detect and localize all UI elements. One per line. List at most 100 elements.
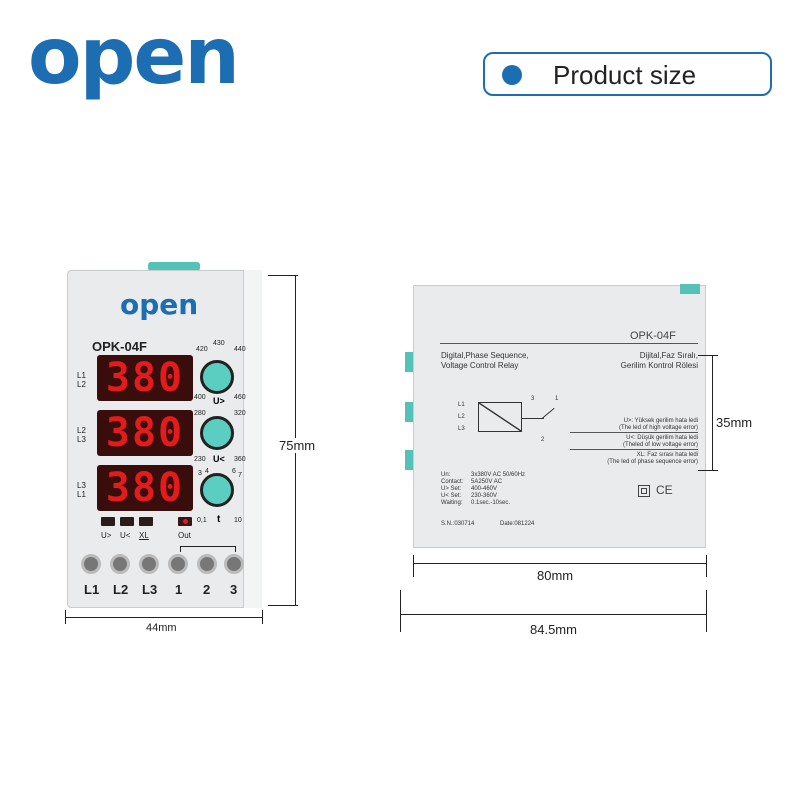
delay-knob[interactable] — [200, 473, 234, 507]
spec-key: U< Set: — [441, 493, 462, 499]
terminal-label: 3 — [230, 582, 238, 597]
dimension-line — [400, 590, 401, 632]
legend-text: (The led of high voltage error) — [570, 425, 698, 433]
terminal-screw — [168, 554, 188, 574]
device-logo: open — [120, 288, 199, 321]
spec-key: U> Set: — [441, 486, 462, 492]
dimension-line — [262, 610, 263, 624]
dimension-line — [698, 470, 718, 471]
diagram-label: 3 — [531, 396, 535, 402]
diagram-label: L1 — [458, 402, 465, 408]
terminal-screw — [110, 554, 130, 574]
terminal-screw — [139, 554, 159, 574]
spec-value: 400-460V — [471, 486, 498, 492]
scale-label: 320 — [234, 410, 246, 417]
relay-contact-diagram — [180, 546, 236, 552]
scale-label: 4 — [205, 468, 209, 475]
product-size-badge: Product size — [483, 52, 772, 96]
scale-label: 400 — [194, 394, 206, 401]
side-clip — [405, 450, 413, 470]
knob-label: U< — [213, 454, 225, 464]
contact-line — [522, 418, 544, 419]
scale-label: 6 — [232, 468, 236, 475]
diagram-label: 2 — [541, 437, 545, 443]
dimension-line — [268, 275, 298, 276]
overvoltage-knob[interactable] — [200, 360, 234, 394]
terminal-screw — [81, 554, 101, 574]
din-clip — [148, 262, 200, 271]
dimension-line — [413, 555, 414, 577]
scale-label: 7 — [238, 472, 242, 479]
display-l2-l3: 380 — [97, 410, 193, 456]
led-output — [178, 517, 192, 526]
led-phase-sequence — [139, 517, 153, 526]
dimension-line — [698, 355, 718, 356]
title-tr: Gerilim Kontrol Rölesi — [620, 361, 698, 370]
divider — [440, 343, 698, 344]
scale-label: 460 — [234, 394, 246, 401]
terminal-label: L3 — [142, 582, 158, 597]
terminal-label: 2 — [203, 582, 211, 597]
title-en: Digital,Phase Sequence, — [441, 351, 529, 360]
dimension-line — [706, 555, 707, 577]
spec-value: 230-360V — [471, 493, 498, 499]
terminal-label: 1 — [175, 582, 183, 597]
scale-label: 360 — [234, 456, 246, 463]
relay-symbol — [478, 402, 522, 432]
device-model: OPK-04F — [92, 339, 147, 354]
badge-title: Product size — [553, 60, 697, 90]
scale-label: 440 — [234, 346, 246, 353]
rail-label: 35mm — [716, 415, 753, 430]
scale-label: 10 — [234, 517, 242, 524]
terminal-label: L1 — [84, 582, 100, 597]
diagram-label: 1 — [555, 396, 559, 402]
side-clip — [405, 352, 413, 372]
side-model: OPK-04F — [630, 330, 676, 342]
scale-label: 0,1 — [197, 517, 207, 524]
scale-label: 230 — [194, 456, 206, 463]
scale-label: 430 — [213, 340, 225, 347]
knob-label: U> — [213, 396, 225, 406]
scale-label: 3 — [198, 470, 202, 477]
double-insulation-icon — [638, 485, 650, 497]
knob-label: t — [217, 514, 221, 525]
diagram-label: L2 — [458, 414, 465, 420]
led-overvoltage — [101, 517, 115, 526]
device-side — [413, 285, 706, 548]
display-l3-l1: 380 — [97, 465, 193, 511]
spec-value: 0.1sec.-10sec. — [471, 500, 511, 506]
led-label: U> — [101, 531, 112, 540]
dimension-line — [712, 355, 713, 470]
terminal-screw — [197, 554, 217, 574]
device-side-edge — [243, 270, 262, 608]
diagram-label: L3 — [458, 426, 465, 432]
led-undervoltage — [120, 517, 134, 526]
display-l1-l2: 380 — [97, 355, 193, 401]
dimension-line — [268, 605, 298, 606]
total-depth-label: 84.5mm — [530, 622, 577, 637]
led-label: U< — [120, 531, 131, 540]
serial-number: S.N.:030714 — [441, 521, 475, 527]
dimension-line — [413, 563, 706, 564]
spec-key: Waiting: — [441, 500, 463, 506]
legend-text: U<: Düşük gerilim hata ledi — [626, 435, 698, 441]
title-en: Voltage Control Relay — [441, 361, 519, 370]
led-label: Out — [178, 531, 191, 540]
legend-text: (The led of phase sequence error) — [607, 459, 698, 465]
led-label: ΧL — [139, 531, 149, 540]
height-label: 75mm — [279, 438, 316, 453]
din-clip — [680, 284, 700, 294]
undervoltage-knob[interactable] — [200, 416, 234, 450]
legend-text: (Theled of low voltage error) — [570, 442, 698, 450]
dimension-line — [400, 614, 706, 615]
legend-text: U>: Yüksek gerilim hata ledi — [623, 418, 698, 424]
bullet-icon — [502, 65, 522, 85]
spec-key: Un: — [441, 472, 451, 478]
legend-text: ΧL: Faz sırası hata ledi — [636, 452, 698, 458]
side-clip — [405, 402, 413, 422]
width-label: 44mm — [146, 622, 177, 634]
brand-logo: open — [28, 12, 240, 102]
